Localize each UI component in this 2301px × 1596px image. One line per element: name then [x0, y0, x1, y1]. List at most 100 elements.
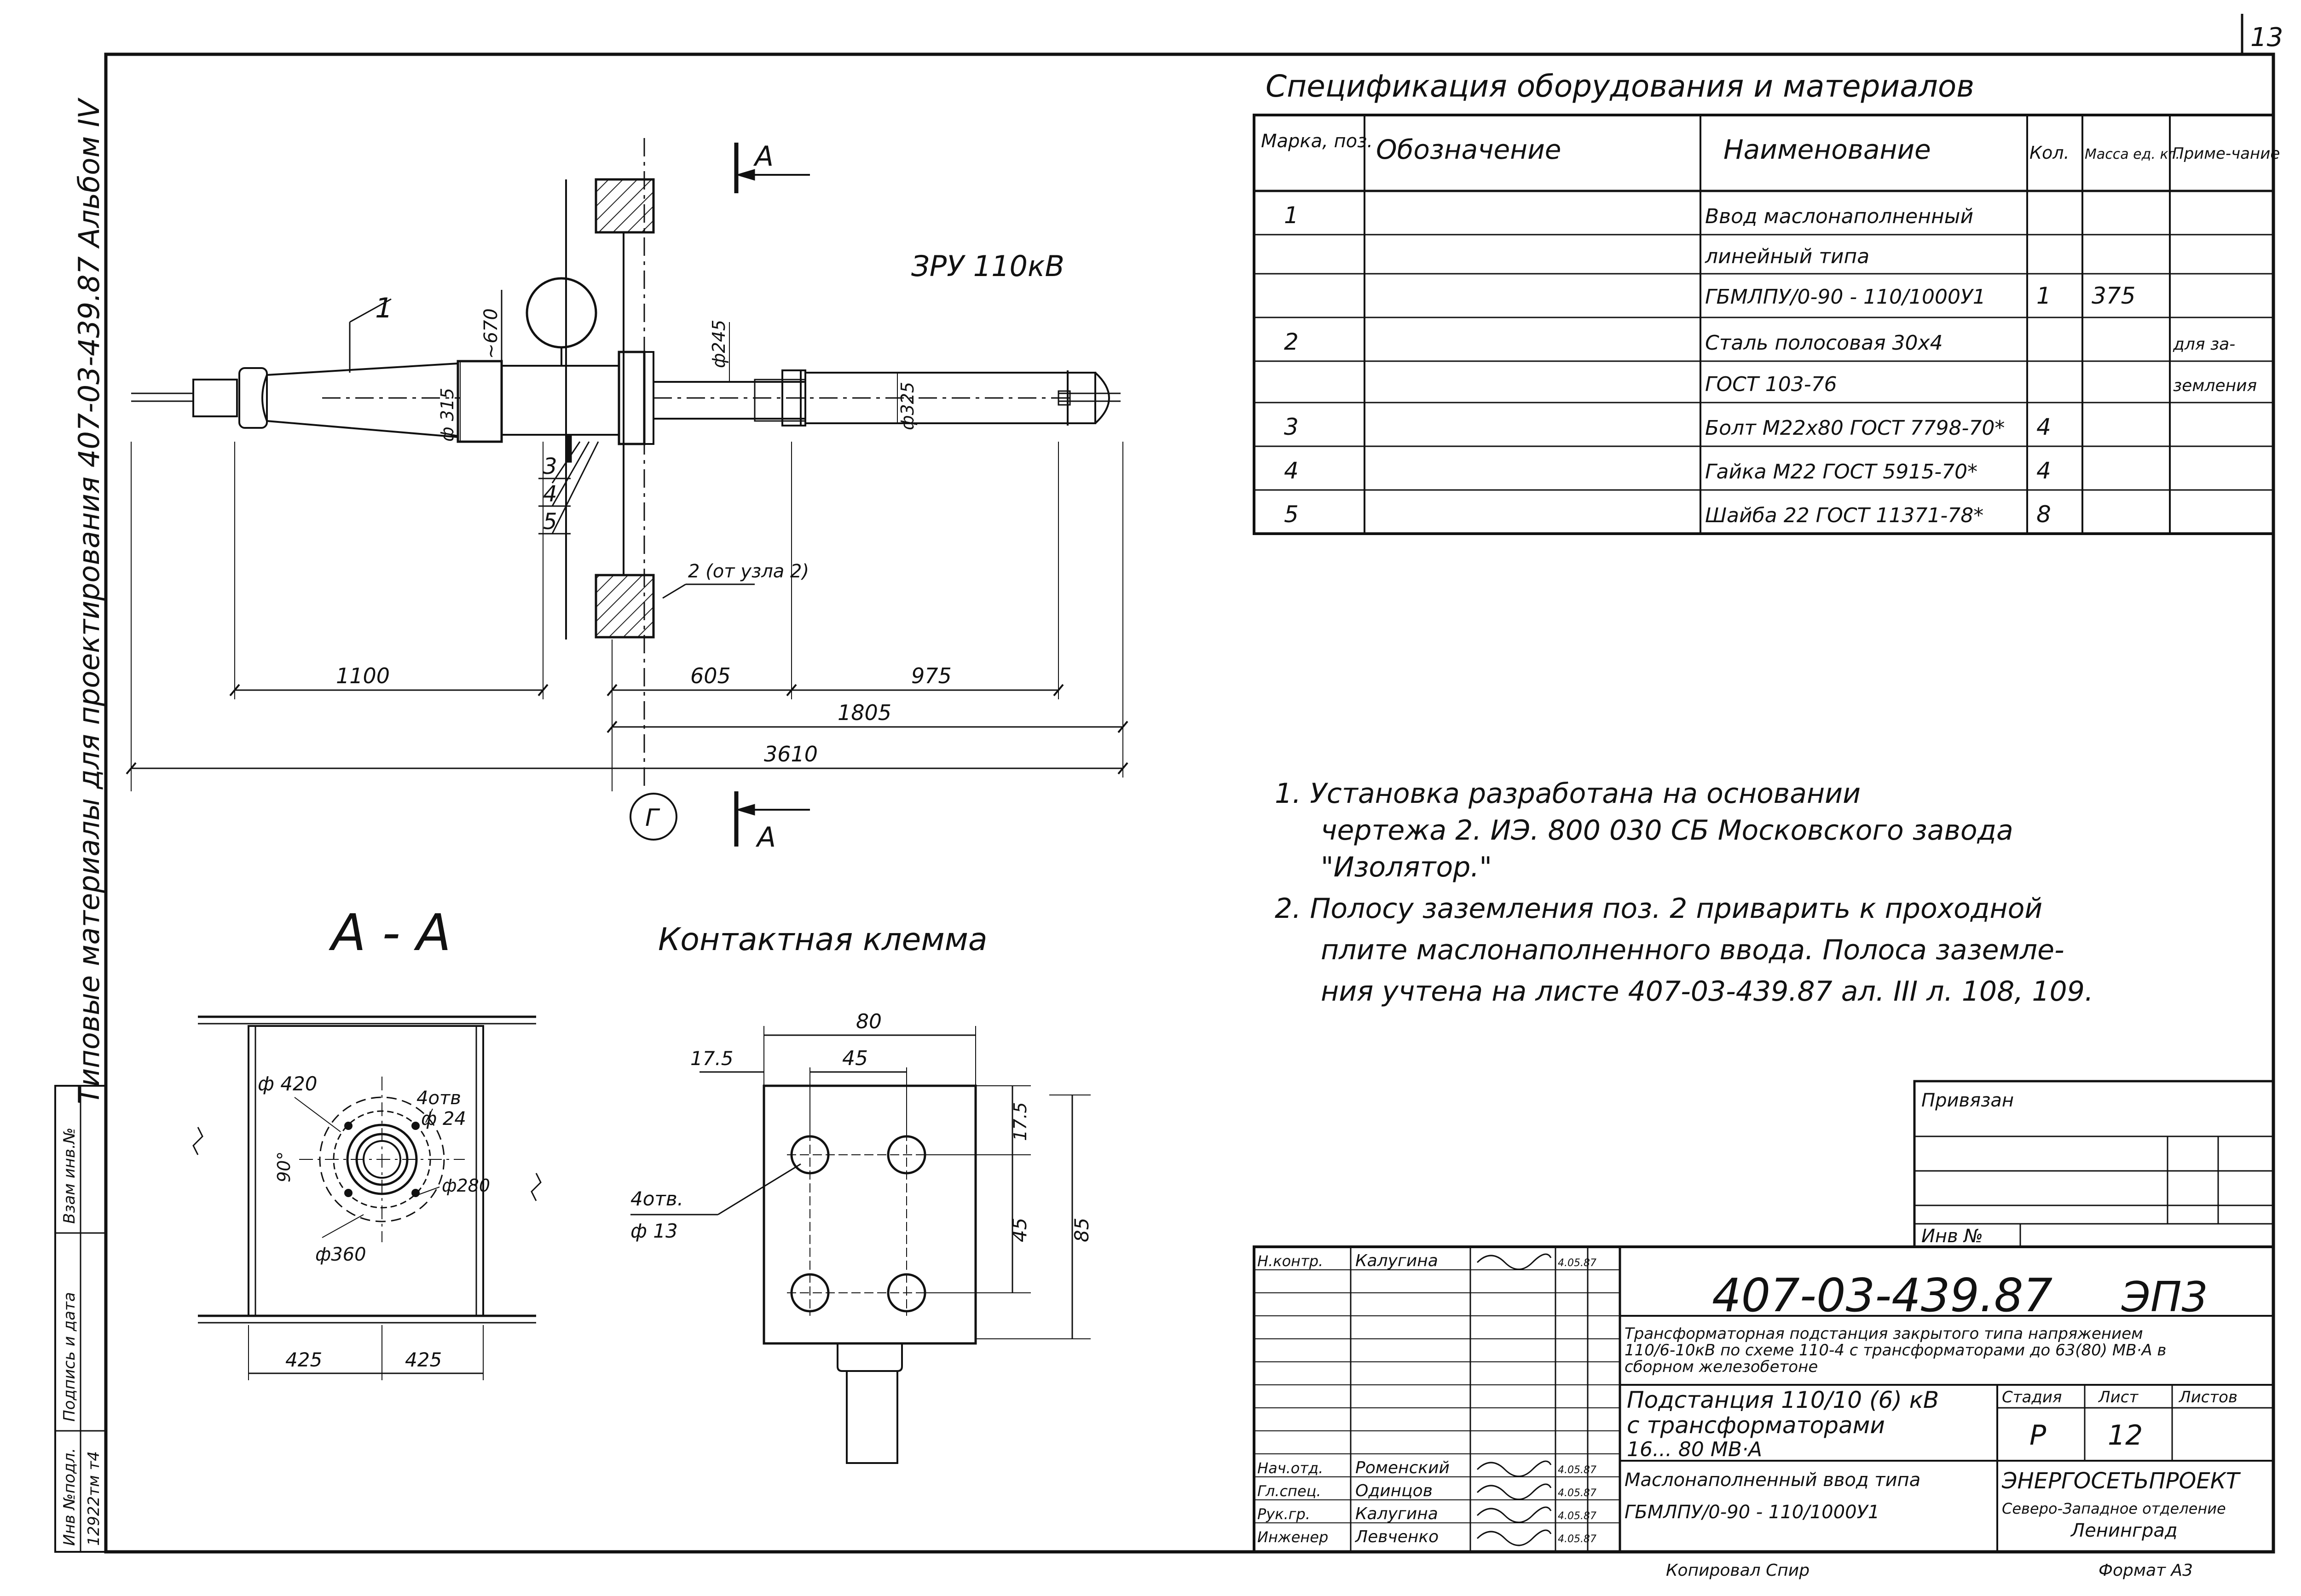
note-line: "Изолятор.": [1321, 851, 1492, 883]
sheet-value: 12: [2108, 1419, 2143, 1452]
aa-dim-angle: 90°: [274, 1152, 294, 1182]
signer-name: Левченко: [1354, 1527, 1439, 1546]
section-aa-title: А - А: [329, 903, 451, 962]
aa-dim-d360: ф360: [315, 1244, 366, 1265]
signer-role: Нач.отд.: [1257, 1459, 1323, 1477]
note-line: ния учтена на листе 407-03-439.87 ал. II…: [1321, 975, 2093, 1008]
spec-cell: 8: [2036, 501, 2051, 528]
signer-date: 4.05.87: [1558, 1487, 1596, 1499]
aa-dim-d280: ф280: [442, 1175, 490, 1196]
signer-name: Калугина: [1355, 1251, 1438, 1270]
clamp-view: [630, 1026, 1091, 1464]
spec-cell: 2: [1284, 328, 1299, 355]
signer-name: Роменский: [1355, 1458, 1450, 1477]
signer-date: 4.05.87: [1558, 1464, 1596, 1476]
callout-3: 3: [543, 454, 557, 479]
drawing-name-l1: Маслонаполненный ввод типа: [1625, 1469, 1920, 1491]
privyazan-label: Привязан: [1921, 1090, 2014, 1111]
callout-2: 2 (от узла 2): [688, 561, 809, 582]
dim-1100: 1100: [336, 663, 390, 688]
spec-cell: Сталь полосовая 30х4: [1705, 331, 1943, 355]
spec-cell: для за-: [2173, 335, 2235, 354]
clamp-dim-45b: 45: [1008, 1218, 1031, 1242]
spec-cell: 1: [1284, 202, 1299, 229]
dim-670: ~670: [480, 308, 502, 359]
callout-1: 1: [375, 292, 393, 324]
spec-cell: 4: [1284, 457, 1299, 484]
clamp-dim-80: 80: [856, 1010, 882, 1033]
spec-cell: 4: [2036, 414, 2051, 440]
clamp-dim-45a: 45: [842, 1047, 868, 1070]
stamp-podpis-data: Подпись и дата: [60, 1292, 79, 1422]
signature-mark: [1476, 1483, 1552, 1500]
signature-mark: [1476, 1506, 1552, 1523]
spec-header-name: Наименование: [1723, 134, 1931, 165]
object-name-l3: 16... 80 МВ·А: [1627, 1438, 1762, 1461]
page-number: 13: [2250, 23, 2283, 52]
dim-d315: ф 315: [437, 388, 457, 442]
spec-header-mass: Масса ед. кг.: [2085, 146, 2180, 162]
side-album-title: Типовые материалы для проектирования 407…: [72, 97, 106, 1104]
spec-cell: 3: [1284, 414, 1299, 440]
spec-header-designation: Обозначение: [1376, 134, 1561, 165]
spec-cell: Ввод маслонаполненный: [1705, 205, 1973, 228]
spec-header-note: Приме-чание: [2172, 144, 2280, 163]
section-mark-bottom: А: [755, 821, 776, 853]
org-name: ЭНЕРГОСЕТЬПРОЕКТ: [2001, 1468, 2241, 1494]
signer-date: 4.05.87: [1558, 1533, 1596, 1545]
side-stamp: Взам инв.№ Подпись и дата Инв №подл. 129…: [54, 1085, 107, 1553]
signer-date: 4.05.87: [1558, 1510, 1596, 1522]
spec-cell: 5: [1284, 501, 1299, 528]
signer-role: Н.контр.: [1257, 1252, 1323, 1270]
signer-role: Гл.спец.: [1257, 1482, 1321, 1500]
signature-mark: [1476, 1253, 1552, 1270]
signature-mark: [1476, 1460, 1552, 1477]
object-name-l2: с трансформаторами: [1627, 1412, 1885, 1439]
stamp-vzam-inv: Взам инв.№: [60, 1128, 79, 1224]
spec-cell: Гайка М22 ГОСТ 5915-70*: [1705, 460, 1977, 484]
title-block: [1253, 1245, 2275, 1553]
spec-cell: 4: [2036, 457, 2051, 484]
spec-cell: 375: [2092, 282, 2135, 309]
spec-cell: Болт М22х80 ГОСТ 7798-70*: [1705, 416, 2005, 440]
spec-cell: линейный типа: [1705, 245, 1869, 268]
clamp-dim-dia: ф 13: [630, 1220, 678, 1242]
sheets-header: Листов: [2178, 1388, 2237, 1406]
signer-name: Одинцов: [1355, 1481, 1433, 1500]
sheet-frame: [104, 52, 2275, 1554]
clamp-dim-175b: 17.5: [1010, 1102, 1030, 1141]
note-line: 2. Полосу заземления поз. 2 приварить к …: [1275, 893, 2042, 925]
clamp-dim-85: 85: [1070, 1218, 1093, 1242]
privyazan-inv: Инв №: [1921, 1226, 1983, 1247]
aa-dim-d420: ф 420: [258, 1072, 317, 1095]
spec-cell: земления: [2173, 376, 2257, 395]
dim-d325: ф325: [897, 382, 918, 430]
dim-3610: 3610: [764, 742, 818, 766]
clamp-dim-175a: 17.5: [690, 1047, 734, 1070]
copied-by: Копировал Спир: [1666, 1561, 1810, 1580]
stamp-inv-podl: Инв №подл.: [60, 1448, 79, 1546]
object-name-l1: Подстанция 110/10 (6) кВ: [1627, 1387, 1939, 1413]
section-mark-top: А: [753, 140, 774, 173]
signer-date: 4.05.87: [1558, 1257, 1596, 1269]
spec-cell: 1: [2036, 282, 2051, 309]
signature-mark: [1476, 1529, 1552, 1546]
project-description-text: Трансформаторная подстанция закрытого ти…: [1625, 1325, 2143, 1343]
note-line: 1. Установка разработана на основании: [1275, 778, 1861, 810]
plan-view: [126, 138, 1128, 847]
signer-name: Калугина: [1355, 1504, 1438, 1523]
spec-cell: Шайба 22 ГОСТ 11371-78*: [1705, 504, 1983, 527]
aa-dim-holes: 4отв: [416, 1088, 461, 1109]
drawing-code: 407-03-439.87: [1712, 1268, 2052, 1322]
note-line: плите маслонаполненного ввода. Полоса за…: [1321, 934, 2064, 966]
sheet-header: Лист: [2098, 1388, 2139, 1406]
plan-title: ЗРУ 110кВ: [911, 249, 1064, 283]
clamp-title: Контактная клемма: [658, 922, 988, 958]
project-description-line: 110/6-10кВ по схеме 110-4 с трансформато…: [1625, 1341, 2166, 1360]
project-description: Трансформаторная подстанция закрытого ти…: [1625, 1325, 2166, 1376]
org-city: Ленинград: [2070, 1520, 2178, 1541]
drawing-section: ЭП3: [2121, 1273, 2208, 1321]
dim-605: 605: [690, 663, 731, 688]
